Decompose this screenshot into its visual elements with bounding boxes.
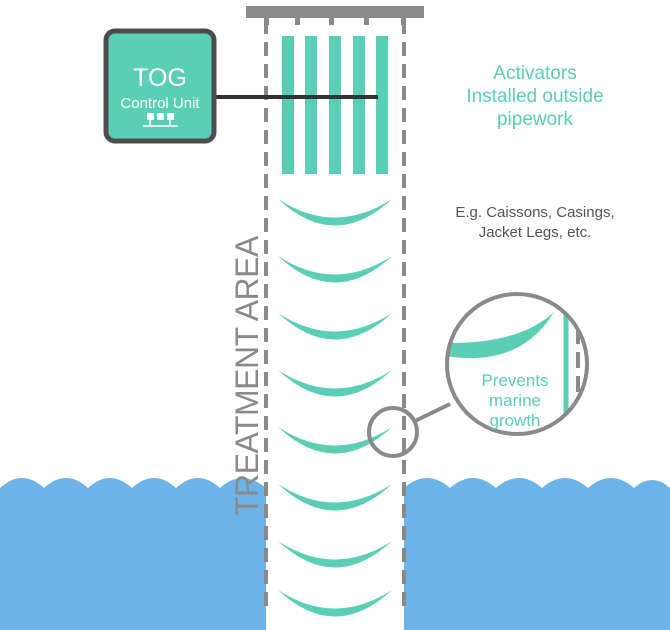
zoom-circle-fill [447,294,587,434]
growth-arc [278,590,392,617]
growth-arc [278,313,392,340]
zoom-label-line: growth [489,411,540,430]
network-icon [143,113,178,127]
growth-arcs [278,199,392,617]
activator-bar [376,36,388,174]
zoom-label-line: marine [489,391,541,410]
growth-arc [278,199,392,226]
treatment-area-label: TREATMENT AREA [229,235,265,516]
growth-arc [278,256,392,283]
zoom-label-line: Prevents [481,371,548,390]
activator-bars [282,36,388,174]
growth-arc [278,484,392,511]
zoom-callout: Prevents marine growth [367,292,589,458]
water-right [404,478,670,630]
water-left [0,478,266,630]
activator-bar [282,36,294,174]
examples-label-line: E.g. Caissons, Casings, [455,204,614,221]
control-unit-subtitle: Control Unit [120,95,200,112]
activators-label-line: Installed outside [466,86,603,107]
examples-label-line: Jacket Legs, etc. [479,224,592,241]
zoom-growth-arc [447,312,554,359]
activator-bar [353,36,365,174]
activators-label: Activators Installed outside pipework [466,63,603,130]
control-unit-title: TOG [133,64,187,92]
zoom-source-circle [367,406,419,458]
growth-arc [278,541,392,568]
control-unit-box[interactable]: TOG Control Unit [103,28,217,144]
activator-bar [305,36,317,174]
activators-label-line: pipework [497,109,574,130]
growth-arc [278,370,392,397]
zoom-connector-line [414,402,451,423]
growth-arc [278,427,392,454]
zoom-circle-border [445,292,589,436]
pipe-top-cap [246,6,424,25]
activator-bar [329,36,341,174]
examples-label: E.g. Caissons, Casings, Jacket Legs, etc… [455,204,614,241]
activators-label-line: Activators [493,63,576,84]
